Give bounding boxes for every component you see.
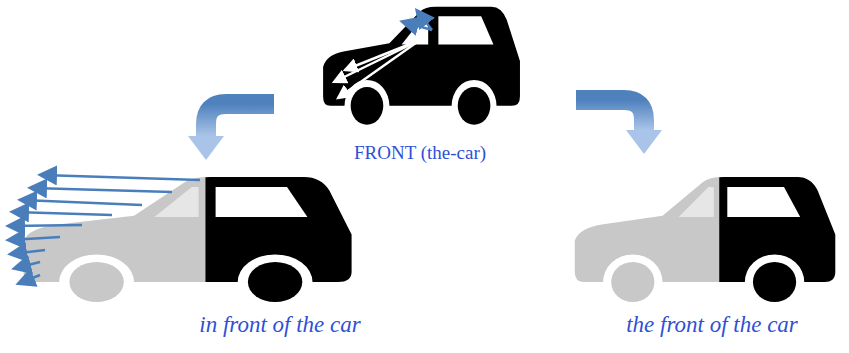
caption-label: FRONT (the-car) bbox=[354, 142, 486, 164]
bent-arrow bbox=[576, 100, 662, 154]
caption-label: the front of the car bbox=[626, 312, 798, 338]
car-figure bbox=[575, 177, 836, 302]
force-arrows bbox=[10, 175, 200, 283]
bent-arrow bbox=[188, 104, 274, 160]
force-arrows bbox=[404, 12, 432, 30]
caption-label: in front of the car bbox=[199, 312, 360, 338]
force-arrows bbox=[334, 40, 420, 98]
car-figure bbox=[24, 177, 352, 302]
car-figure bbox=[323, 7, 520, 125]
